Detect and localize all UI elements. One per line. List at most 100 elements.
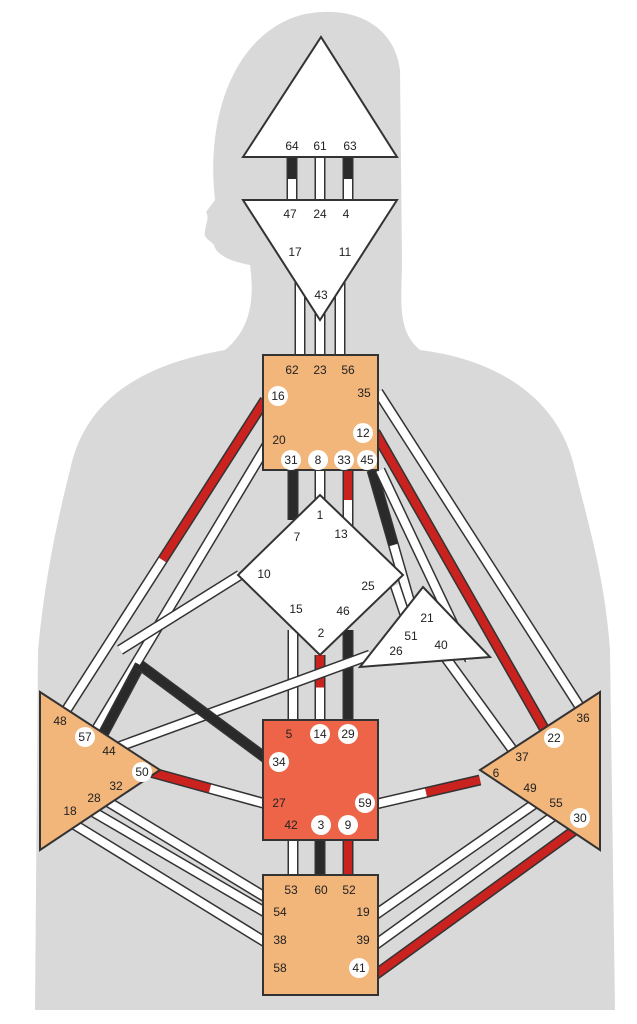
channel-45-21 bbox=[368, 468, 398, 547]
channel-57-34-a bbox=[96, 663, 144, 742]
gate-41: 41 bbox=[352, 961, 366, 975]
gate-29-highlight bbox=[338, 724, 358, 744]
head-center bbox=[241, 35, 399, 158]
gate-16-highlight bbox=[268, 386, 288, 406]
gate-12: 12 bbox=[356, 426, 370, 440]
gate-22-highlight bbox=[544, 728, 564, 748]
channel-57-34-b bbox=[137, 661, 278, 769]
channel-30-41 bbox=[372, 826, 578, 979]
gate-48: 48 bbox=[53, 714, 67, 728]
gate-9: 9 bbox=[345, 818, 352, 832]
gate-2: 2 bbox=[318, 626, 325, 640]
channel-55-39 bbox=[372, 811, 558, 949]
heart-center bbox=[357, 585, 493, 669]
gate-28: 28 bbox=[87, 791, 101, 805]
gate-30: 30 bbox=[573, 811, 587, 825]
gate-53: 53 bbox=[284, 883, 298, 897]
gate-23: 23 bbox=[313, 363, 327, 377]
channel-6-59-b bbox=[371, 788, 427, 809]
spleen-center bbox=[39, 690, 162, 852]
gate-50-highlight bbox=[132, 762, 152, 782]
gate-58: 58 bbox=[273, 961, 287, 975]
gate-59-highlight bbox=[355, 793, 375, 813]
gate-29: 29 bbox=[341, 727, 355, 741]
channel-50-27-b bbox=[208, 784, 272, 809]
gate-17: 17 bbox=[288, 245, 302, 259]
gate-31-highlight bbox=[281, 450, 301, 470]
gate-56: 56 bbox=[341, 363, 355, 377]
gate-54: 54 bbox=[273, 905, 287, 919]
gate-57-highlight bbox=[75, 727, 95, 747]
gate-35: 35 bbox=[357, 386, 371, 400]
gate-16: 16 bbox=[271, 389, 285, 403]
gate-8-highlight bbox=[308, 450, 328, 470]
gate-18: 18 bbox=[63, 804, 77, 818]
gate-63: 63 bbox=[343, 139, 357, 153]
channel-12-22 bbox=[371, 430, 549, 732]
channel-layer bbox=[55, 158, 590, 980]
gate-27: 27 bbox=[272, 796, 286, 810]
g-center bbox=[236, 493, 405, 657]
gate-14: 14 bbox=[313, 727, 327, 741]
channel-10-57 bbox=[117, 571, 243, 654]
channel-16-48-b bbox=[56, 557, 166, 723]
channel-32-54 bbox=[102, 796, 273, 904]
gate-41-highlight bbox=[349, 958, 369, 978]
gate-39: 39 bbox=[356, 933, 370, 947]
gate-36: 36 bbox=[576, 711, 590, 725]
gate-1: 1 bbox=[317, 508, 324, 522]
gate-20: 20 bbox=[272, 433, 286, 447]
gate-57: 57 bbox=[78, 730, 92, 744]
gate-40: 40 bbox=[434, 638, 448, 652]
gate-51: 51 bbox=[404, 629, 418, 643]
gate-45: 45 bbox=[360, 453, 374, 467]
gate-4: 4 bbox=[343, 207, 350, 221]
gate-44: 44 bbox=[102, 744, 116, 758]
gate-64: 64 bbox=[285, 139, 299, 153]
channel-35-36 bbox=[374, 389, 589, 718]
gate-37: 37 bbox=[515, 750, 529, 764]
gate-33: 33 bbox=[337, 453, 351, 467]
gate-7: 7 bbox=[294, 530, 301, 544]
gate-12-highlight bbox=[353, 423, 373, 443]
gate-46: 46 bbox=[336, 604, 350, 618]
gate-34: 34 bbox=[272, 755, 286, 769]
channel-50-27 bbox=[148, 768, 212, 793]
gate-31: 31 bbox=[284, 453, 298, 467]
gate-3-highlight bbox=[311, 815, 331, 835]
gate-52: 52 bbox=[342, 883, 356, 897]
channel-28-38 bbox=[87, 806, 273, 919]
gate-61: 61 bbox=[313, 139, 327, 153]
channel-18-58 bbox=[72, 821, 273, 949]
gate-15: 15 bbox=[289, 602, 303, 616]
gate-14-highlight bbox=[310, 724, 330, 744]
gate-50: 50 bbox=[135, 765, 149, 779]
gate-47: 47 bbox=[283, 207, 297, 221]
solar-plexus-center bbox=[478, 690, 601, 852]
channel-26-44 bbox=[108, 651, 372, 754]
gate-60: 60 bbox=[314, 883, 328, 897]
gate-45-highlight bbox=[357, 450, 377, 470]
channel-40-37 bbox=[436, 647, 524, 763]
gate-9-highlight bbox=[338, 815, 358, 835]
gate-26: 26 bbox=[389, 644, 403, 658]
gate-32: 32 bbox=[109, 779, 123, 793]
gate-62: 62 bbox=[285, 363, 299, 377]
gate-21: 21 bbox=[420, 611, 434, 625]
gate-19: 19 bbox=[356, 905, 370, 919]
gate-3: 3 bbox=[318, 818, 325, 832]
gate-55: 55 bbox=[549, 796, 563, 810]
gate-6: 6 bbox=[493, 766, 500, 780]
ajna-center bbox=[241, 199, 399, 322]
gate-59: 59 bbox=[358, 796, 372, 810]
channel-20-57 bbox=[86, 437, 274, 743]
channel-16-48 bbox=[159, 397, 269, 563]
gate-38: 38 bbox=[273, 933, 287, 947]
channel-49-19 bbox=[372, 796, 543, 919]
gate-13: 13 bbox=[334, 527, 348, 541]
gate-33-highlight bbox=[334, 450, 354, 470]
gate-30-highlight bbox=[570, 808, 590, 828]
gate-5: 5 bbox=[286, 727, 293, 741]
gate-34-highlight bbox=[269, 752, 289, 772]
